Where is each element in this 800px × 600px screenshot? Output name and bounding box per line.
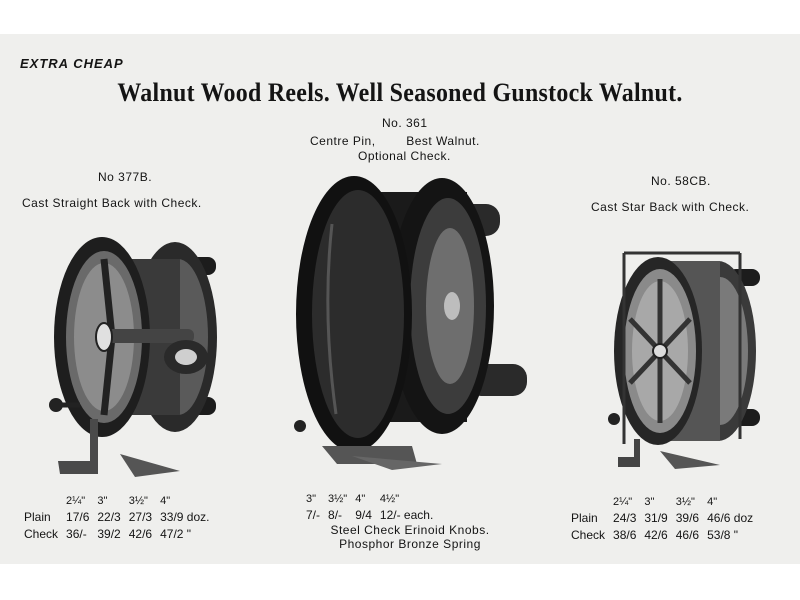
reel-58cb-illustration [608, 251, 760, 469]
size-cell: 4" [160, 495, 171, 507]
size-cell: 4½" [379, 493, 400, 505]
price-table-377b: 2¼" 3" 3½" 4" Plain 17/6 22/3 27/3 33/9 … [20, 494, 213, 542]
product-361-footer2: Phosphor Bronze Spring [339, 537, 481, 551]
size-cell: 2¼" [66, 495, 86, 507]
price-cell: 46/6 doz [707, 510, 754, 525]
price-cell: 9/4 [355, 507, 372, 522]
price-row-plain: Plain 24/3 31/9 39/6 46/6 doz [567, 509, 757, 526]
price-cell: 36/- [66, 526, 87, 541]
page-headline: Walnut Wood Reels. Well Seasoned Gunstoc… [117, 78, 683, 107]
price-cell: 7/- [306, 507, 321, 522]
size-cell: 4" [707, 496, 718, 508]
product-361-footer1: Steel Check Erinoid Knobs. [330, 523, 490, 537]
price-row: 7/- 8/- 9/4 12/- each. [302, 506, 437, 523]
price-cell: 38/6 [613, 527, 637, 542]
size-cell: 3" [644, 496, 655, 508]
row-label: Check [571, 527, 606, 542]
product-361-line1: Centre Pin, Best Walnut. [310, 134, 480, 148]
price-cell: 27/3 [128, 509, 153, 524]
price-cell: 33/9 doz. [160, 509, 210, 524]
size-cell: 3½" [675, 496, 695, 508]
price-cell: 31/9 [644, 510, 668, 525]
reel-377b-illustration [49, 237, 217, 477]
price-cell: 17/6 [66, 509, 90, 524]
price-row-check: Check 36/- 39/2 42/6 47/2 " [20, 525, 213, 542]
row-label: Check [24, 526, 59, 541]
price-cell: 8/- [328, 507, 343, 522]
product-377b-number: No 377B. [98, 170, 153, 184]
extra-cheap-tag: EXTRA CHEAP [20, 56, 124, 71]
product-377b-description: Cast Straight Back with Check. [22, 196, 202, 210]
size-cell: 3½" [328, 493, 348, 505]
price-cell: 47/2 " [160, 526, 192, 541]
product-58cb-description: Cast Star Back with Check. [591, 200, 750, 214]
price-table-361: 3" 3½" 4" 4½" 7/- 8/- 9/4 12/- each. [302, 492, 437, 523]
row-label: Plain [571, 510, 598, 525]
price-row-plain: Plain 17/6 22/3 27/3 33/9 doz. [20, 508, 213, 525]
price-cell: 39/6 [675, 510, 700, 525]
product-361-line2: Optional Check. [358, 149, 451, 163]
price-cell: 42/6 [644, 527, 668, 542]
product-58cb-number: No. 58CB. [651, 174, 711, 188]
product-361-number: No. 361 [382, 116, 428, 130]
size-cell: 2¼" [613, 496, 633, 508]
row-label: Plain [24, 509, 51, 524]
price-cell: 42/6 [128, 526, 153, 541]
price-cell: 24/3 [613, 510, 637, 525]
catalogue-page: EXTRA CHEAP Walnut Wood Reels. Well Seas… [0, 34, 800, 564]
reel-361-illustration [294, 176, 527, 470]
size-cell: 3½" [128, 495, 148, 507]
price-cell: 12/- each. [379, 507, 434, 522]
size-cell: 4" [355, 493, 366, 505]
price-cell: 39/2 [97, 526, 121, 541]
price-row-check: Check 38/6 42/6 46/6 53/8 " [567, 526, 757, 543]
price-cell: 46/6 [675, 527, 700, 542]
price-cell: 22/3 [97, 509, 121, 524]
size-cell: 3" [306, 493, 317, 505]
price-table-58cb: 2¼" 3" 3½" 4" Plain 24/3 31/9 39/6 46/6 … [567, 495, 757, 543]
size-cell: 3" [97, 495, 108, 507]
price-cell: 53/8 " [707, 527, 739, 542]
